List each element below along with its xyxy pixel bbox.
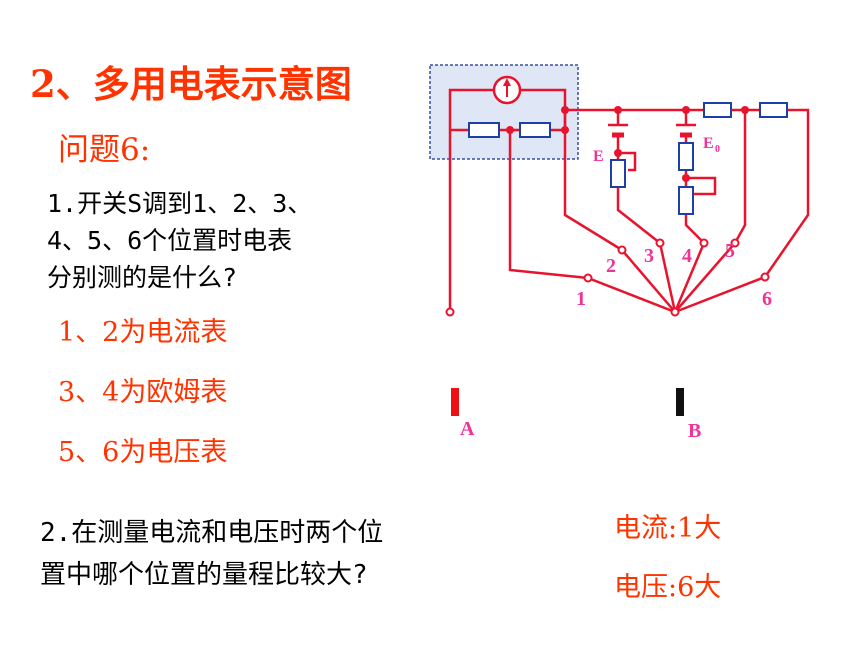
galvanometer-icon [492,75,522,105]
shunt-resistor-icon [468,122,500,138]
contact-4 [699,238,709,248]
answer-voltage: 5、6为电压表 [58,437,228,468]
series-resistor-icon [759,102,788,118]
answer-current: 1、2为电流表 [58,317,228,348]
junction-dots [506,106,749,182]
resistor-icon [678,142,694,171]
contact-2 [617,245,627,255]
battery-e-icon [608,123,628,138]
shunt-resistor-icon [519,122,551,138]
question-label: 问题6: [58,132,151,168]
position-label-3: 3 [644,245,654,267]
series-resistor-icon [703,102,732,118]
terminal-b-label: B [688,420,701,442]
rheostat-icon [678,186,694,215]
terminal-a-label: A [460,418,475,440]
resistors [468,102,788,215]
battery-e0-icon [676,123,696,138]
battery-e0-subscript: 0 [715,144,720,155]
rheostat-icon [610,159,626,188]
result-current: 电流:1大 [614,513,722,544]
probe-a-icon [451,388,459,416]
switch-contacts [445,238,770,317]
question-1-line-3: 分别测的是什么? [47,263,238,292]
battery-e-label: E [593,148,604,165]
contact-6 [760,272,770,282]
probe-b-icon [676,388,684,416]
wires [448,88,810,314]
contact-5 [730,238,740,248]
contact-3 [655,238,665,248]
result-voltage: 电压:6大 [614,572,722,603]
question-2-line-2: 置中哪个位置的量程比较大? [40,560,368,590]
question-1-line-1: 1.开关S调到1、2、3、 [47,189,313,218]
position-label-4: 4 [682,245,692,267]
position-label-1: 1 [576,288,586,310]
page-title: 2、多用电表示意图 [30,62,352,106]
question-1-line-2: 4、5、6个位置时电表 [47,226,293,255]
answer-ohmmeter: 3、4为欧姆表 [58,377,228,408]
question-2-line-1: 2.在测量电流和电压时两个位 [40,518,384,548]
position-label-5: 5 [725,240,735,262]
contact-1 [583,273,593,283]
question-2: 2.在测量电流和电压时两个位 置中哪个位置的量程比较大? [40,512,510,596]
position-label-6: 6 [762,288,772,310]
question-1: 1.开关S调到1、2、3、 4、5、6个位置时电表 分别测的是什么? [47,185,387,296]
switch-pivot [670,307,680,317]
position-label-2: 2 [606,255,616,277]
meter-terminal [445,307,455,317]
battery-e0-label: E [703,135,714,152]
